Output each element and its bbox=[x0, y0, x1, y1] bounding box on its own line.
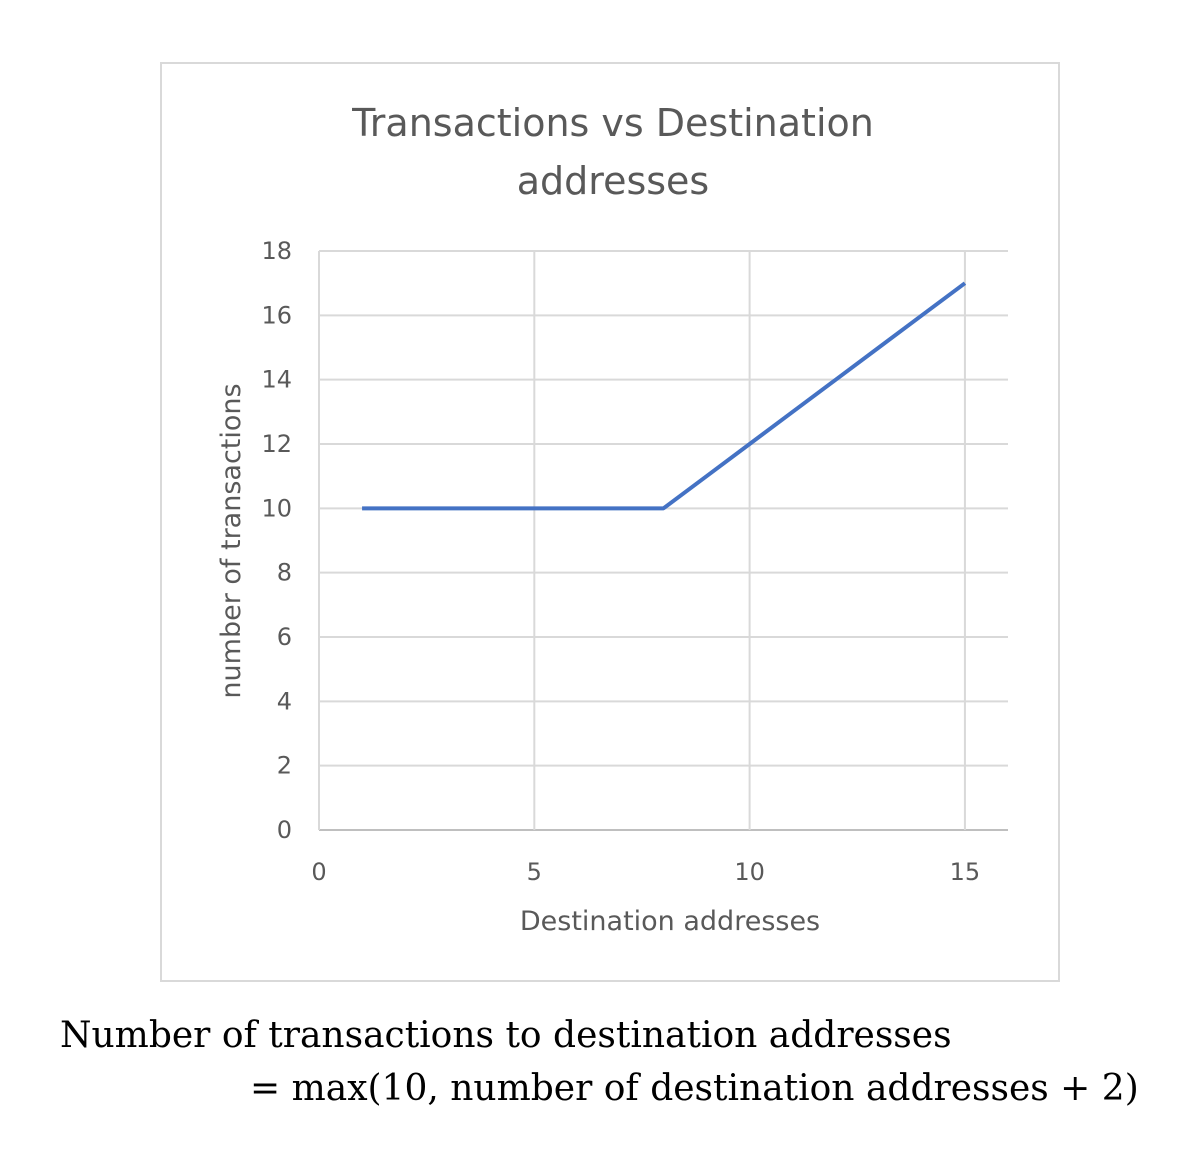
grid-layer bbox=[318, 250, 1008, 831]
y-tick-label: 14 bbox=[261, 366, 292, 394]
chart-title-line-1: Transactions vs Destination bbox=[351, 101, 874, 145]
y-tick-label: 2 bbox=[277, 752, 292, 780]
x-tick-label: 5 bbox=[527, 858, 542, 886]
x-tick-label: 15 bbox=[950, 858, 981, 886]
y-tick-label: 16 bbox=[261, 301, 292, 329]
y-tick-label: 4 bbox=[277, 687, 292, 715]
line-chart: Transactions vs Destination addresses 0 2… bbox=[216, 101, 1008, 937]
chart-frame: Transactions vs Destination addresses 0 2… bbox=[160, 62, 1060, 982]
y-tick-label: 0 bbox=[277, 816, 292, 844]
series-line bbox=[362, 281, 967, 511]
y-axis-title: number of transactions bbox=[216, 383, 247, 698]
x-tick-label: 0 bbox=[311, 858, 326, 886]
y-tick-label: 8 bbox=[277, 559, 292, 587]
y-tick-label: 6 bbox=[277, 623, 292, 651]
y-tick-label: 10 bbox=[261, 494, 292, 522]
x-tick-label: 10 bbox=[734, 858, 765, 886]
formula-line-2: = max(10, number of destination addresse… bbox=[250, 1068, 1139, 1109]
chart-title-line-2: addresses bbox=[517, 159, 709, 203]
formula-line-1: Number of transactions to destination ad… bbox=[60, 1015, 952, 1056]
y-tick-label: 12 bbox=[261, 430, 292, 458]
x-axis-title: Destination addresses bbox=[520, 906, 820, 937]
series-layer bbox=[362, 281, 967, 511]
tick-layer: 0 2 4 6 8 10 12 14 16 18 0 5 10 15 bbox=[261, 237, 980, 886]
y-tick-label: 18 bbox=[261, 237, 292, 265]
